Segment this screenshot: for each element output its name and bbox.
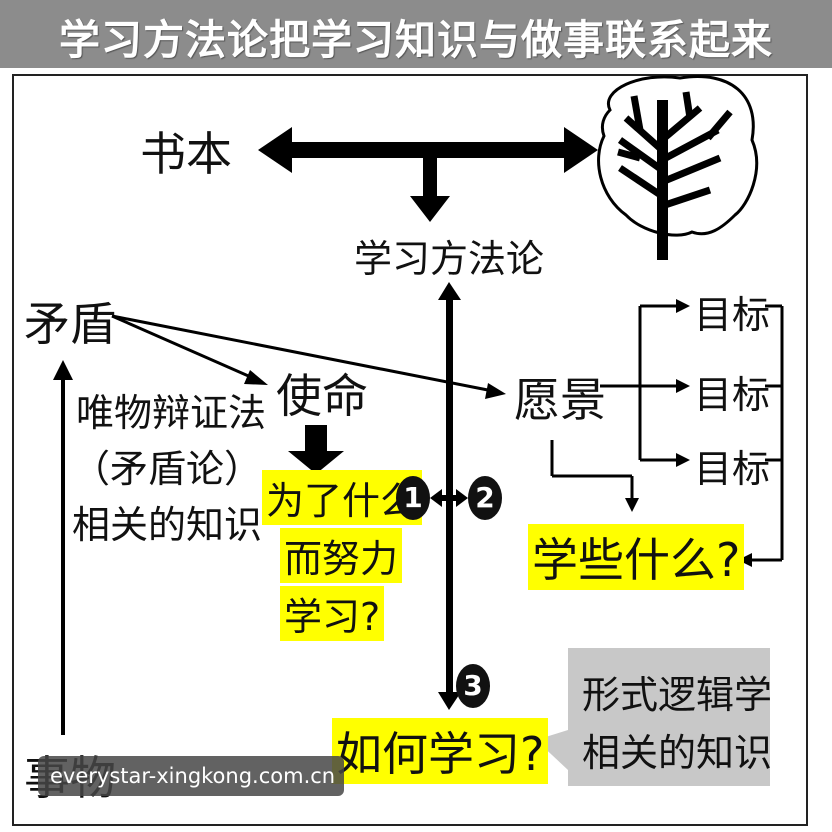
goal-1-label: 目标 — [694, 293, 771, 337]
badge-3: 3 — [456, 664, 490, 708]
badge-double-arrow — [430, 489, 468, 507]
goal-2-label: 目标 — [694, 373, 771, 417]
watermark: everystar-xingkong.com.cn — [38, 756, 344, 796]
dialectics-line-1: 唯物辩证法 — [76, 391, 267, 435]
vision-to-what-arrow — [550, 440, 634, 500]
mission-label: 使命 — [276, 369, 368, 423]
why-line-2: 而努力 — [280, 528, 403, 583]
title-bar — [0, 0, 832, 68]
things-up-arrow — [53, 360, 73, 735]
how-to-learn-label: 如何学习? — [332, 718, 549, 784]
tree-in-head-icon — [597, 75, 759, 237]
badge-1: 1 — [396, 476, 430, 520]
logic-callout-box — [536, 648, 770, 786]
dialectics-line-2: （矛盾论） — [72, 447, 263, 491]
dialectics-line-3: 相关的知识 — [72, 503, 263, 547]
logic-line-1: 形式逻辑学 — [582, 673, 773, 717]
badge-2: 2 — [468, 476, 502, 520]
book-label: 书本 — [140, 127, 232, 181]
diagram-frame — [12, 74, 808, 826]
logic-line-2: 相关的知识 — [582, 731, 773, 775]
goal-3-label: 目标 — [694, 447, 771, 491]
contradiction-to-vision-arrow — [111, 314, 499, 394]
methodology-label: 学习方法论 — [354, 237, 545, 281]
why-line-1: 为了什么 — [262, 470, 423, 525]
vision-to-goals-tree — [600, 304, 680, 462]
page-title: 学习方法论把学习知识与做事联系起来 — [59, 16, 773, 64]
mission-down-arrow — [288, 425, 344, 474]
contradiction-to-mission-arrow — [111, 314, 263, 384]
why-line-3: 学习? — [280, 586, 385, 641]
contradiction-label: 矛盾 — [24, 297, 116, 351]
what-to-learn-label: 学些什么? — [528, 524, 745, 590]
vision-label: 愿景 — [514, 373, 606, 427]
goals-to-what-bracket — [750, 304, 784, 562]
down-arrow-to-methodology — [410, 150, 450, 222]
